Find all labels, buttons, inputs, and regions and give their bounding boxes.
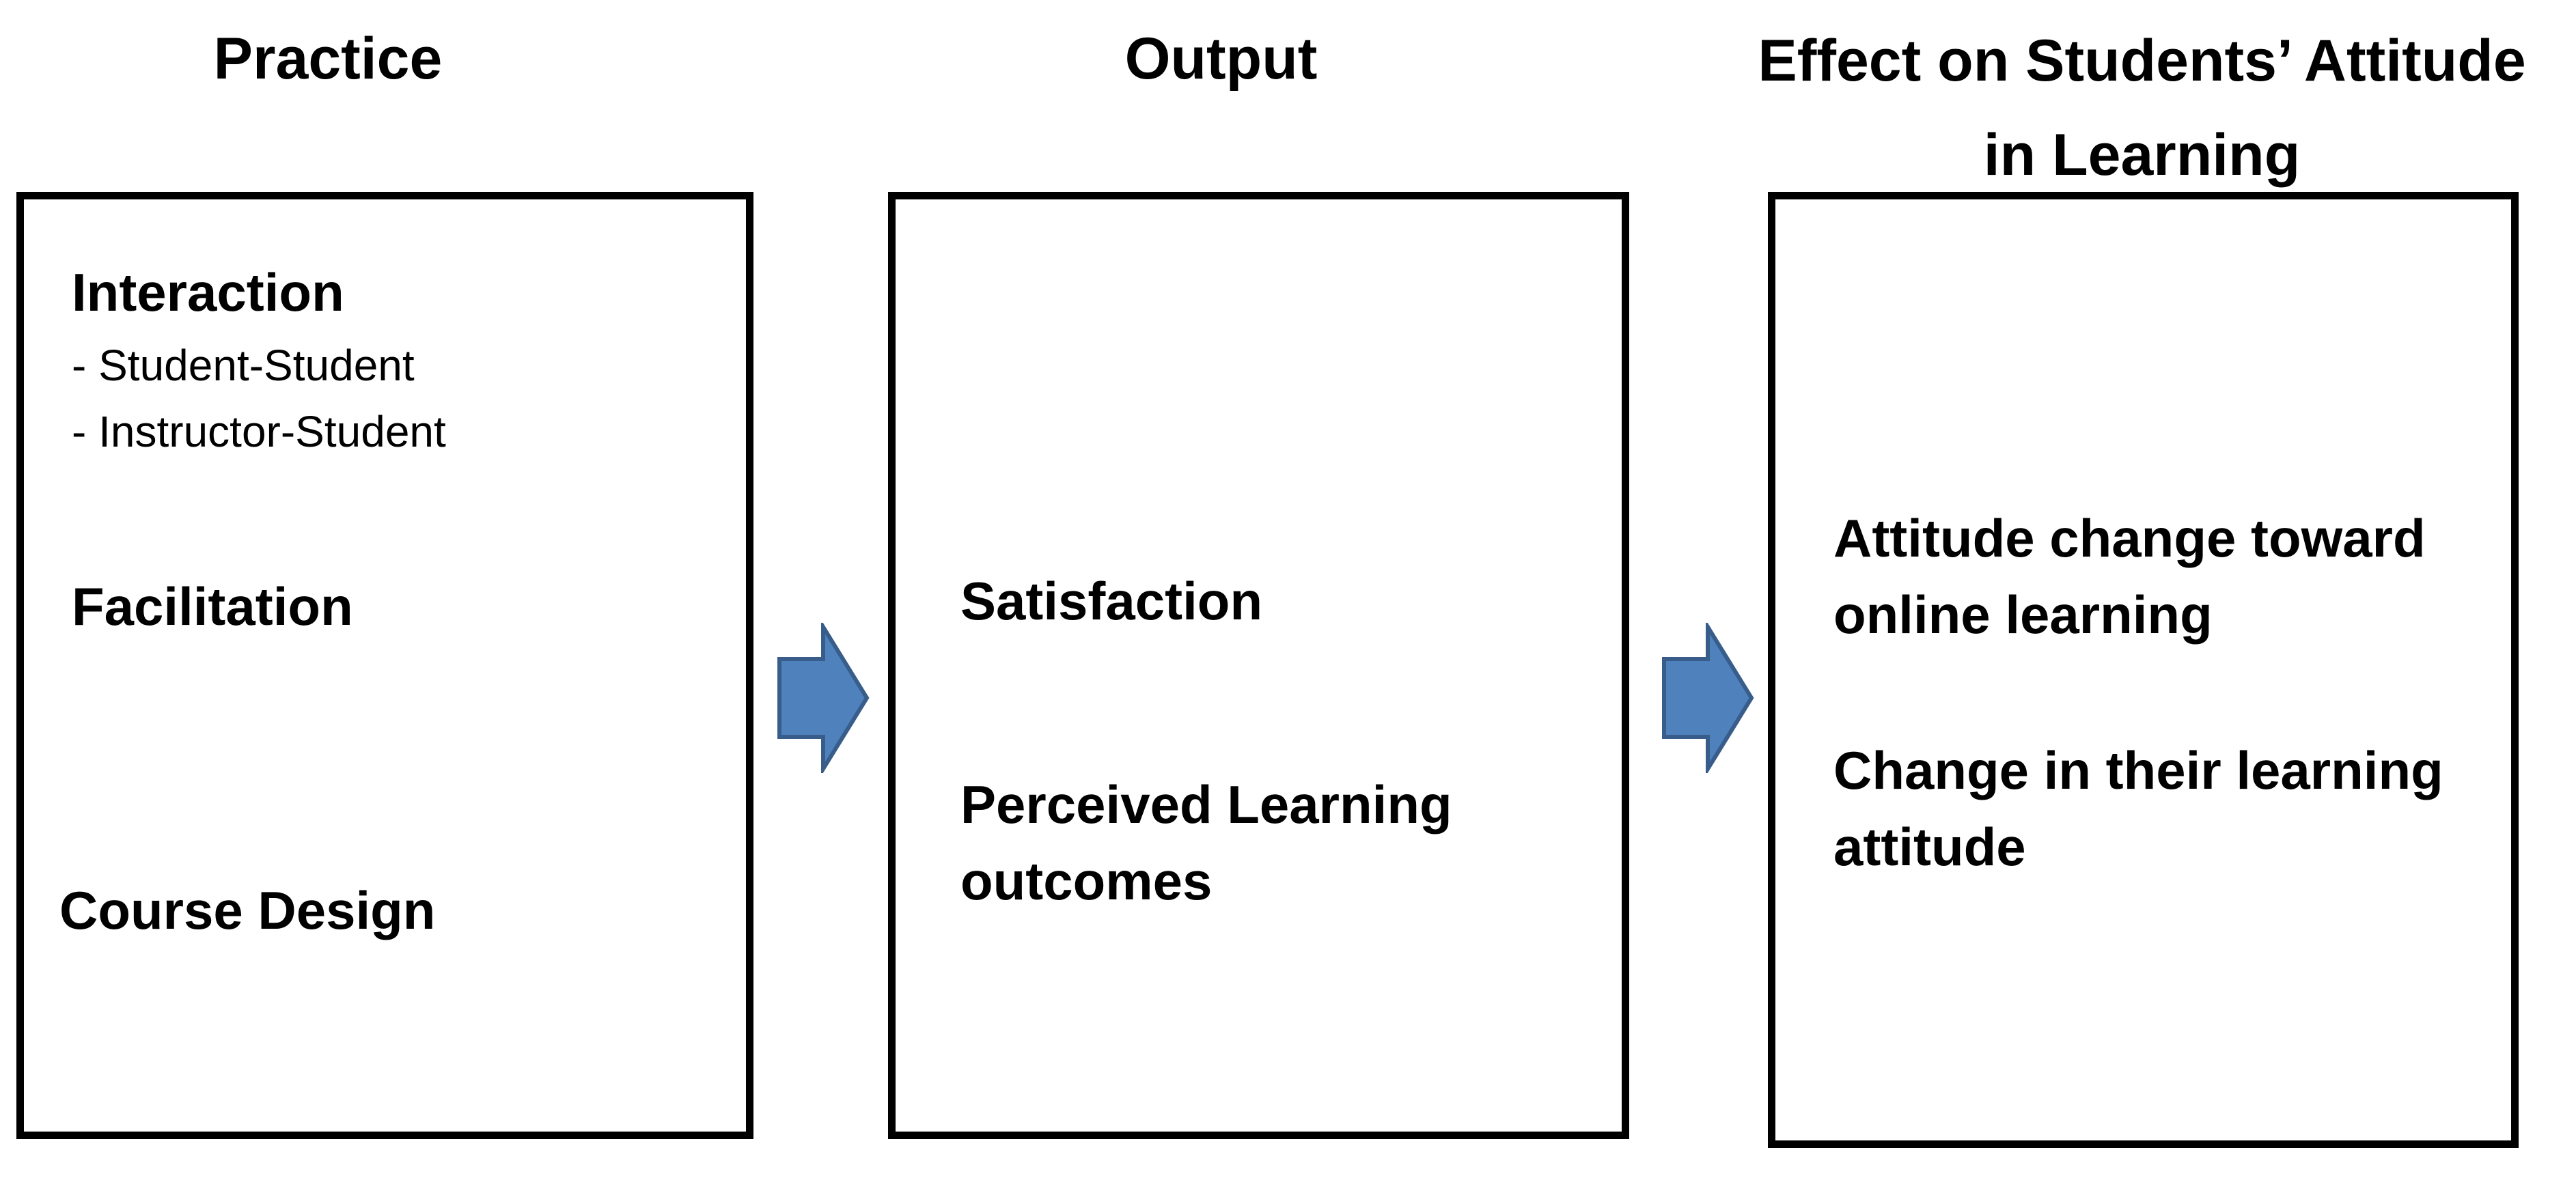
practice-box: Interaction - Student-Student - Instruct… bbox=[16, 192, 753, 1139]
interaction-subitem-instructor-student: - Instructor-Student bbox=[72, 407, 446, 456]
heading-output: Output bbox=[1124, 26, 1318, 92]
practice-facilitation-label: Facilitation bbox=[72, 576, 353, 636]
heading-practice: Practice bbox=[213, 26, 443, 92]
interaction-subitem-student-student: - Student-Student bbox=[72, 341, 415, 390]
practice-course-design-label: Course Design bbox=[59, 880, 436, 940]
practice-interaction-label: Interaction bbox=[72, 262, 344, 322]
arrow-shape bbox=[777, 623, 870, 773]
output-satisfaction-label: Satisfaction bbox=[960, 571, 1263, 631]
heading-effect-line1: Effect on Students’ Attitude bbox=[1758, 28, 2526, 94]
output-box: Satisfaction Perceived Learning outcomes bbox=[888, 192, 1629, 1139]
heading-effect-line2: in Learning bbox=[1983, 122, 2301, 188]
effect-box: Attitude change toward online learning C… bbox=[1768, 192, 2519, 1148]
right-arrow-icon bbox=[777, 623, 870, 773]
heading-effect: Effect on Students’ Attitude in Learning bbox=[1708, 14, 2576, 202]
arrow-shape bbox=[1662, 623, 1754, 773]
output-perceived-learning-label: Perceived Learning outcomes bbox=[960, 774, 1452, 911]
effect-learning-attitude-label: Change in their learning attitude bbox=[1833, 740, 2443, 877]
effect-attitude-change-label: Attitude change toward online learning bbox=[1833, 508, 2426, 645]
right-arrow-icon bbox=[1662, 623, 1754, 773]
